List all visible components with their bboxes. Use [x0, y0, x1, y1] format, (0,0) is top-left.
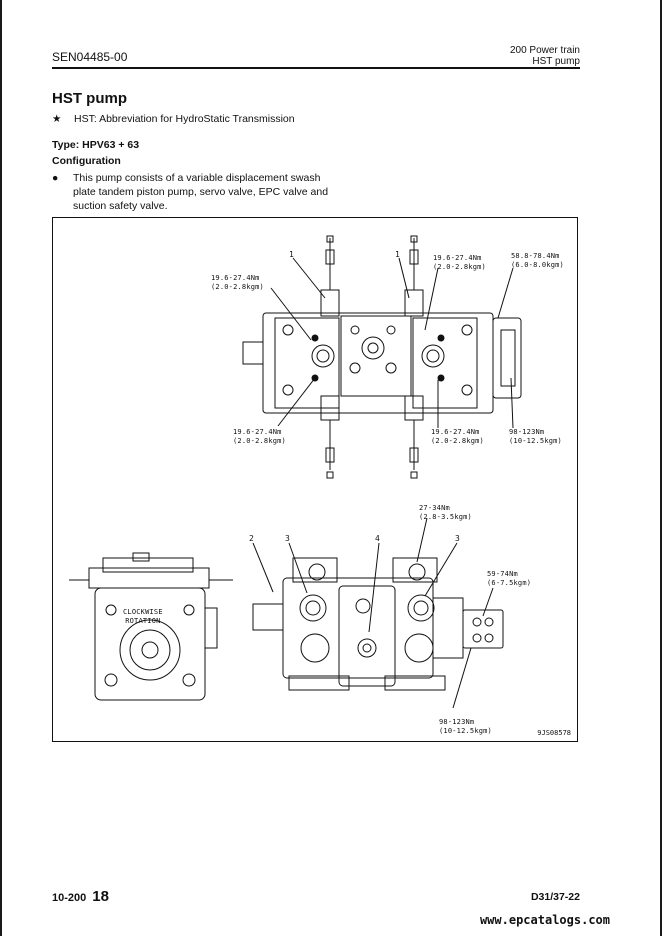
front-view-pump	[69, 552, 233, 701]
torque-callout-2: 19.6-27.4Nm (2.0-2.8kgm)	[433, 254, 486, 271]
configuration-bullet: ● This pump consists of a variable displ…	[52, 171, 332, 213]
torque-callout-4: 19.6-27.4Nm (2.0-2.8kgm)	[233, 428, 286, 445]
document-code: SEN04485-00	[52, 50, 128, 64]
section-name: 200 Power train	[509, 45, 580, 56]
page-right-edge	[660, 0, 662, 936]
pump-drawing	[69, 235, 522, 709]
section-number: 10-200	[52, 892, 87, 904]
pump-type: Type: HPV63 + 63	[52, 139, 140, 151]
rotation-label: CLOCKWISE ROTATION	[123, 608, 163, 625]
hst-pump-diagram: 19.6-27.4Nm (2.0-2.8kgm) 19.6-27.4Nm (2.…	[52, 217, 578, 742]
configuration-text: This pump consists of a variable displac…	[73, 172, 329, 212]
torque-callout-8: 59-74Nm (6-7.5kgm)	[487, 570, 532, 587]
note-text: HST: Abbreviation for HydroStatic Transm…	[74, 113, 295, 125]
bullet-icon: ●	[52, 172, 59, 184]
subsection-name: HST pump	[532, 56, 580, 67]
part-number-4: 4	[375, 534, 380, 543]
torque-callout-5: 19.6-27.4Nm (2.0-2.8kgm)	[431, 428, 484, 445]
torque-callout-6: 98-123Nm (10-12.5kgm)	[509, 428, 562, 445]
abbreviation-note: ★ HST: Abbreviation for HydroStatic Trans…	[52, 113, 295, 125]
torque-callout-1: 19.6-27.4Nm (2.0-2.8kgm)	[211, 274, 264, 291]
configuration-heading: Configuration	[52, 155, 121, 167]
part-number-3b: 3	[455, 534, 460, 543]
part-number-2: 2	[249, 534, 254, 543]
top-view-pump	[242, 235, 522, 479]
torque-callout-3: 58.8-78.4Nm (6.0-8.0kgm)	[511, 252, 564, 269]
torque-callout-7: 27-34Nm (2.8-3.5kgm)	[419, 504, 472, 521]
page-left-edge	[0, 0, 2, 936]
part-number-1a: 1	[289, 250, 294, 259]
figure-code: 9JS08578	[537, 729, 571, 737]
page-title: HST pump	[52, 90, 127, 107]
torque-callout-9: 98-123Nm (10-12.5kgm)	[439, 718, 492, 735]
part-number-3a: 3	[285, 534, 290, 543]
star-icon: ★	[52, 113, 62, 125]
section-heading: 200 Power train HST pump	[510, 45, 580, 67]
side-view-pump	[252, 557, 504, 691]
footer-page-ref: 10-200 18	[52, 888, 109, 905]
model-code: D31/37-22	[530, 891, 580, 903]
watermark-link[interactable]: www.epcatalogs.com	[479, 913, 610, 927]
page-number: 18	[92, 888, 109, 905]
header-rule	[52, 67, 580, 69]
part-number-1b: 1	[395, 250, 400, 259]
